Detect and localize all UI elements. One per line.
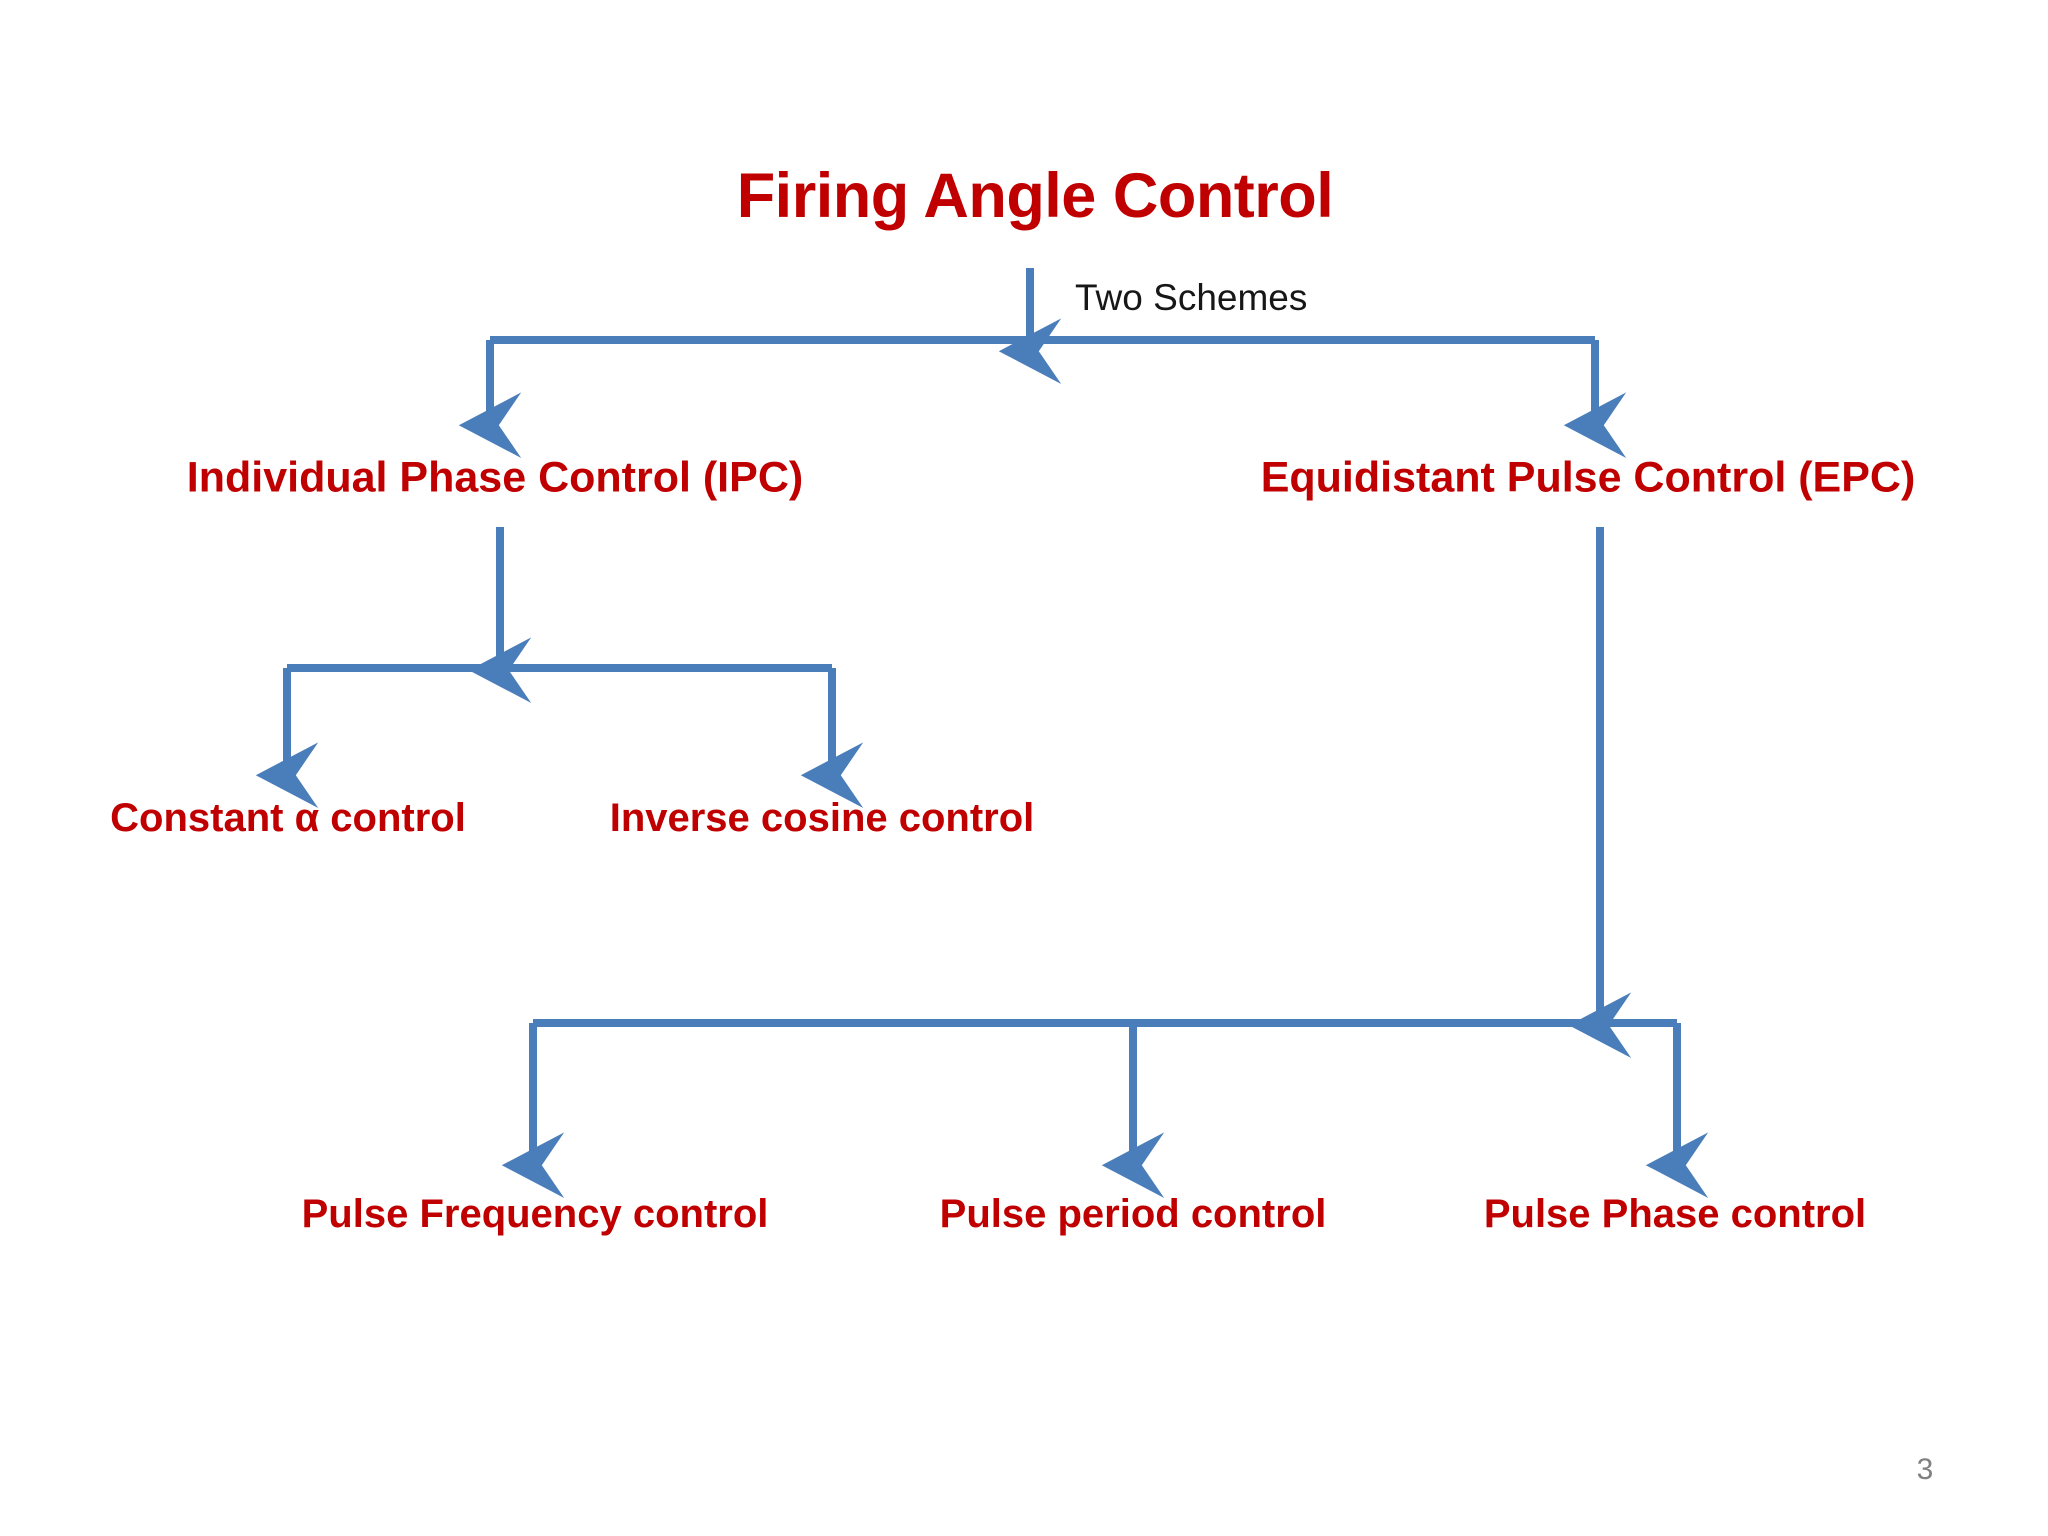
node-pulse-period-control: Pulse period control xyxy=(939,1192,1327,1236)
node-pulse-phase-control: Pulse Phase control xyxy=(1483,1192,1867,1236)
node-constant-alpha-control: Constant α control xyxy=(110,796,466,840)
node-individual-phase-control: Individual Phase Control (IPC) xyxy=(186,453,804,502)
slide-title: Firing Angle Control xyxy=(736,161,1334,231)
node-pulse-frequency-control: Pulse Frequency control xyxy=(301,1192,769,1236)
two-schemes-note: Two Schemes xyxy=(1075,277,1308,318)
node-equidistant-pulse-control: Equidistant Pulse Control (EPC) xyxy=(1260,453,1916,502)
page-number: 3 xyxy=(1916,1453,1934,1486)
node-inverse-cosine-control: Inverse cosine control xyxy=(609,796,1035,840)
